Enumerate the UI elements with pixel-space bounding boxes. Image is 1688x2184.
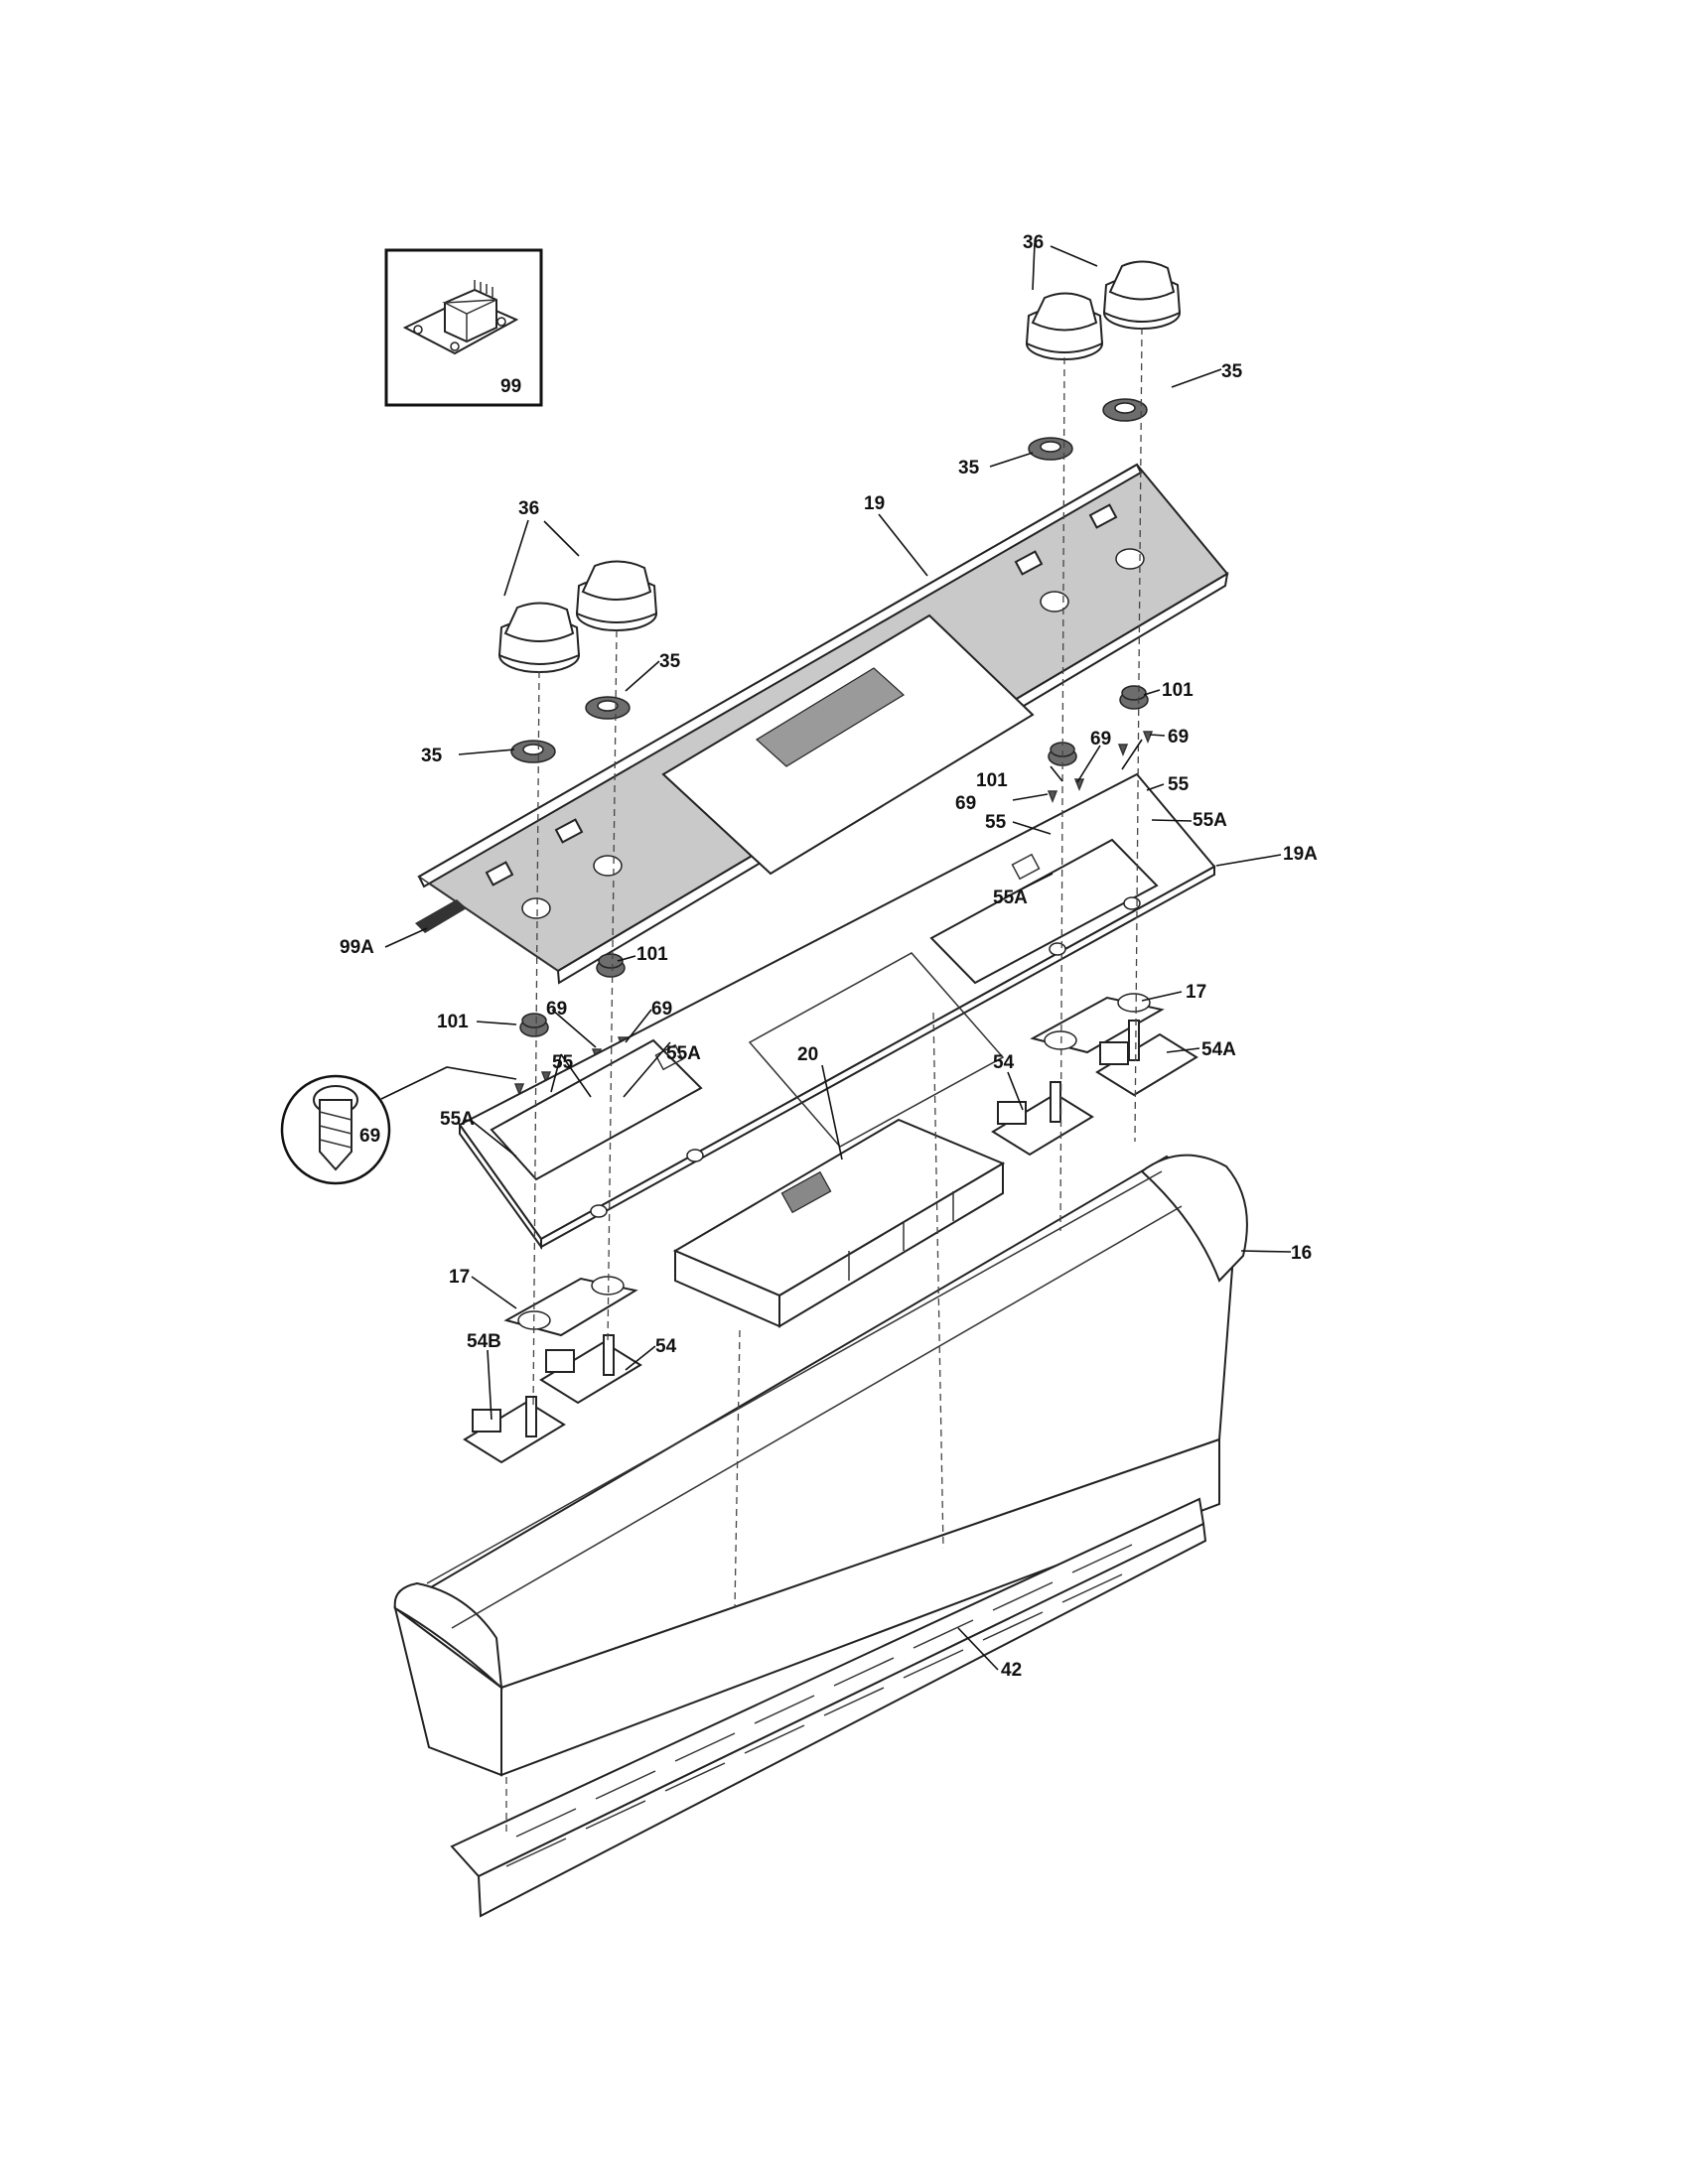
callout-55a-b: 55A (993, 887, 1028, 908)
callout-42: 42 (1001, 1660, 1022, 1681)
electronic-control-20 (672, 1118, 1006, 1328)
callout-69-detail: 69 (359, 1126, 380, 1147)
callout-55a-a: 55A (1193, 810, 1227, 831)
callout-69-e: 69 (651, 999, 672, 1020)
callout-35-upper-left: 35 (958, 458, 980, 478)
screw-69-detail (280, 1066, 517, 1185)
backguard-16 (393, 1154, 1248, 1777)
switch-54a (1095, 1020, 1198, 1097)
callout-99: 99 (500, 376, 521, 397)
leader-lines (384, 242, 1292, 1671)
control-panel-19 (415, 463, 1229, 985)
inset-part-99 (384, 248, 543, 407)
callout-99a: 99A (340, 937, 374, 958)
callout-17-left: 17 (449, 1267, 470, 1288)
callout-54a: 54A (1201, 1039, 1236, 1060)
knob-36-right-a (1025, 292, 1104, 360)
callout-20: 20 (797, 1044, 818, 1065)
switch-54b (463, 1396, 566, 1464)
callout-17-right: 17 (1186, 982, 1206, 1003)
callout-69-c: 69 (955, 793, 976, 814)
knob-36-left-b (575, 560, 658, 631)
vent-trim-42 (450, 1497, 1207, 1918)
callout-35-upper-right: 35 (1221, 361, 1243, 382)
callout-55a-d: 55A (440, 1109, 475, 1130)
callout-69-d: 69 (546, 999, 567, 1020)
callout-labels: 36 35 35 19 36 35 35 101 69 69 101 55 69… (340, 232, 1318, 1681)
assembly-centerlines (505, 327, 1143, 1837)
knob-36-left-a (497, 602, 581, 673)
knob-36-right-b (1102, 260, 1182, 330)
callout-69-a: 69 (1090, 729, 1111, 750)
callout-54-right: 54 (993, 1052, 1015, 1073)
gasket-17-left (503, 1276, 638, 1337)
callout-19a: 19A (1283, 844, 1318, 865)
callout-35-lower-right: 35 (659, 651, 681, 672)
callout-16: 16 (1291, 1243, 1312, 1264)
callout-101-a: 101 (1162, 680, 1194, 701)
switch-54-left (539, 1334, 642, 1405)
gasket-17-right (1030, 993, 1165, 1054)
callout-101-d: 101 (437, 1012, 469, 1032)
callout-55-c: 55 (552, 1052, 574, 1073)
callout-36-lower: 36 (518, 498, 539, 519)
callout-55a-c: 55A (666, 1043, 701, 1064)
bezel-35-set (510, 398, 1148, 763)
callout-101-b: 101 (976, 770, 1008, 791)
callout-35-lower-left: 35 (421, 746, 443, 766)
callout-69-b: 69 (1168, 727, 1189, 748)
callout-54b: 54B (467, 1331, 501, 1352)
callout-54-left: 54 (655, 1336, 677, 1357)
callout-36-upper: 36 (1023, 232, 1044, 253)
callout-19: 19 (864, 493, 885, 514)
callout-101-c: 101 (636, 944, 668, 965)
callout-55-b: 55 (985, 812, 1007, 833)
callout-55-a: 55 (1168, 774, 1190, 795)
switch-54-right (991, 1081, 1094, 1157)
